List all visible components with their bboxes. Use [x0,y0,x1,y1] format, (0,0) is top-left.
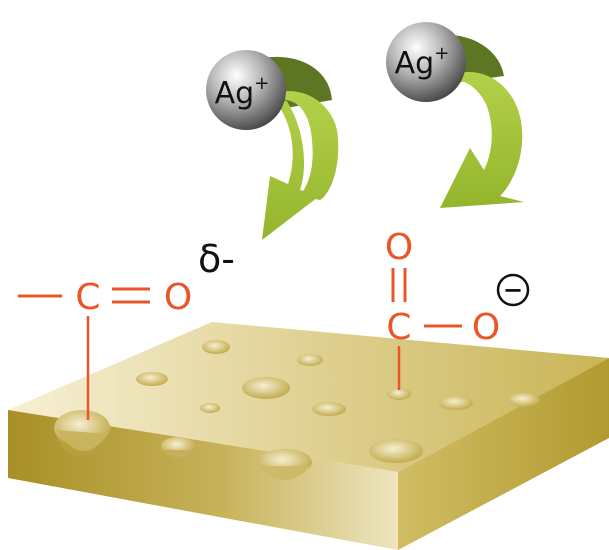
ion-charge: + [254,73,269,94]
negative-charge-sign: − [503,276,523,304]
pore [54,422,110,457]
carboxylate-oxygen-top: O [385,227,413,268]
carboxylate-carbon: C [386,307,411,348]
surface-side-face [398,358,609,550]
pore [200,403,220,413]
pore [242,377,290,399]
pore [439,396,473,410]
ion-symbol: Ag [215,76,255,111]
pore [312,402,346,416]
pore [162,450,194,458]
carbonyl-carbon: C [75,277,100,318]
pore [297,354,323,366]
pore [202,340,230,354]
arrow-left-body [262,91,339,240]
pore [387,388,411,400]
pore [57,430,108,452]
pore [369,439,423,463]
pore [136,372,168,386]
ion-sphere [206,50,286,130]
svg-text:Ag+: Ag+ [215,73,270,111]
porous-surface [8,322,609,550]
carboxylate-oxygen-right: O [472,307,500,348]
surface-front-face [8,410,398,550]
pore [259,466,311,480]
pore [508,393,540,407]
svg-text:Ag+: Ag+ [395,43,450,81]
carbonyl-oxygen: O [164,277,192,318]
surface-top-face [8,322,609,472]
ag-ion-2: Ag+ [386,22,466,102]
ion-sphere [386,22,466,102]
arrow-right-body [440,71,524,208]
partial-charge-label: δ- [198,237,235,281]
ag-ion-1: Ag+ [206,50,286,130]
carboxylate-group: O C O [385,227,500,390]
ion-symbol: Ag [395,46,435,81]
carbonyl-group: C O [18,277,192,420]
negative-charge-icon: − [496,273,530,307]
ion-charge: + [434,43,449,64]
